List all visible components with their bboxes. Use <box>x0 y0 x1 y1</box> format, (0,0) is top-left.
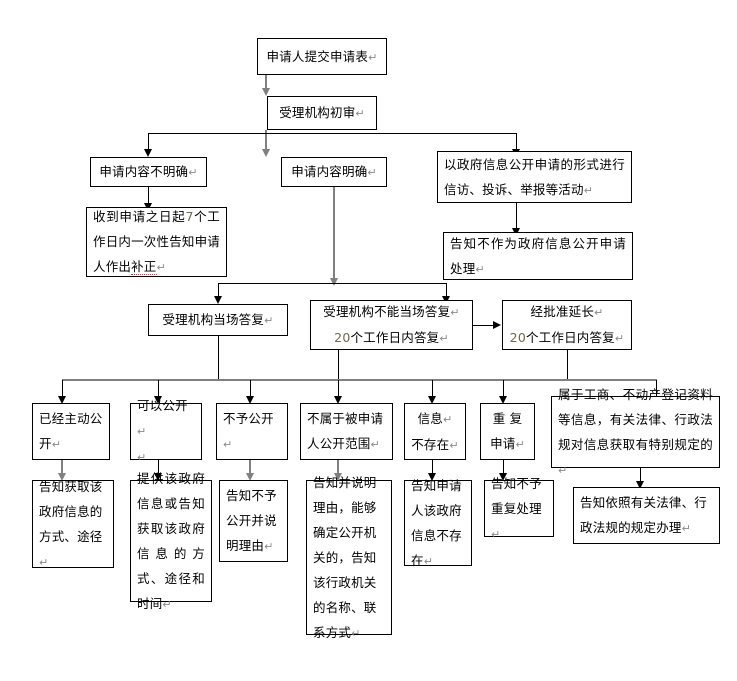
arrowhead-n1-n2 <box>261 88 270 96</box>
drop-n8-bus <box>218 336 219 380</box>
drop-n16 <box>503 380 504 397</box>
node-notify-refusal-reason[interactable]: 告知不予公开并说明理由↵ <box>219 480 288 562</box>
node-onsite-reply[interactable]: 受理机构当场答复↵ <box>148 304 288 336</box>
arrowhead-n8 <box>214 296 222 304</box>
node-label: 申请内容不明确↵ <box>99 164 198 179</box>
node-label: 重 复 申请↵ <box>490 411 525 451</box>
connector-n17-n24 <box>640 468 641 482</box>
drop-n8 <box>218 283 219 297</box>
node-not-treated-as-request[interactable]: 告知不作为政府信息公开申请处理↵ <box>443 232 633 280</box>
arrowhead-n15 <box>428 396 436 404</box>
node-submit-application[interactable]: 申请人提交申请表↵ <box>257 38 387 75</box>
node-info-nonexistent[interactable]: 信息↵ 不存在↵ <box>404 403 466 460</box>
drop-n5 <box>516 133 517 150</box>
node-can-disclose[interactable]: 可以公开↵ ↵ <box>130 398 202 464</box>
node-approved-extension[interactable]: 经批准延长↵ 20个工作日内答复↵ <box>502 300 632 350</box>
bus-row2 <box>148 133 516 134</box>
node-label: 告知申请人该政府信息不存在↵ <box>411 477 462 568</box>
drop-n3 <box>148 133 149 150</box>
node-initial-review[interactable]: 受理机构初审↵ <box>267 96 377 130</box>
node-not-disclose[interactable]: 不予公开↵ <box>216 403 288 460</box>
node-label: 告知依照有关法律、行政法规的规定办理↵ <box>580 495 708 535</box>
node-request-unclear[interactable]: 申请内容不明确↵ <box>90 157 207 187</box>
arrowhead-n3 <box>144 149 152 157</box>
node-label: 受理机构不能当场答复↵ 20个工作日内答复↵ <box>323 304 460 345</box>
node-label: 不予公开↵ <box>223 411 274 451</box>
node-label: 可以公开↵ ↵ <box>137 398 188 464</box>
arrowhead-n13-n20 <box>245 473 254 481</box>
node-provide-info-or-notify[interactable]: 提供该政府信息或告知获取该政府信息的方式、途径和时间↵ <box>130 471 212 611</box>
arrowhead-n9-n10 <box>493 320 501 329</box>
node-correction-notice[interactable]: 收到申请之日起7个工作日内一次性告知申请人作出补正↵ <box>86 207 227 277</box>
connector-n1-n2 <box>265 75 267 89</box>
node-notify-no-repeat[interactable]: 告知不予重复处理↵ <box>484 476 554 541</box>
node-already-published[interactable]: 已经主动公开↵ <box>32 403 110 460</box>
arrowhead-n14 <box>334 396 342 404</box>
arrowhead-n16 <box>499 396 507 404</box>
connector-n5-n7 <box>516 203 517 229</box>
node-label: 告知并说明理由，能够确定公开机关的，告知该行政机关的名称、联系方式↵ <box>313 474 377 640</box>
arrowhead-n14-n21 <box>333 473 342 481</box>
connector-n12-n19 <box>158 460 159 474</box>
arrowhead-n15-n22 <box>428 473 436 481</box>
drop-n14 <box>338 380 339 397</box>
node-label: 以政府信息公开申请的形式进行信访、投诉、举报等活动↵ <box>444 156 625 197</box>
node-notify-access-method[interactable]: 告知获取该政府信息的方式、途径↵ <box>32 479 114 569</box>
node-label: 申请内容明确↵ <box>291 164 377 179</box>
node-label: 收到申请之日起7个工作日内一次性告知申请人作出补正↵ <box>93 209 221 275</box>
connector-n13-n20 <box>249 460 251 474</box>
arrowhead-n11-n18 <box>57 473 66 481</box>
connector-n11-n18 <box>61 460 63 474</box>
node-label: 告知获取该政府信息的方式、途径↵ <box>39 478 103 569</box>
connector-n3-n6 <box>148 187 149 204</box>
connector-n16-n23 <box>503 460 504 474</box>
node-request-clear[interactable]: 申请内容明确↵ <box>281 157 387 187</box>
drop-n9-bus <box>338 350 339 380</box>
drop-n17 <box>656 380 657 397</box>
node-label: 受理机构当场答复↵ <box>162 312 274 327</box>
drop-n10-bus <box>567 350 568 380</box>
node-label: 告知不予公开并说明理由↵ <box>226 488 277 553</box>
connector-n9-n10 <box>473 325 494 326</box>
connector-n15-n22 <box>432 460 433 474</box>
node-petition-form[interactable]: 以政府信息公开申请的形式进行信访、投诉、举报等活动↵ <box>437 151 632 203</box>
node-label: 告知不作为政府信息公开申请处理↵ <box>450 235 626 276</box>
arrowhead-n13 <box>246 396 254 404</box>
node-label: 申请人提交申请表↵ <box>266 48 378 64</box>
drop-n13 <box>250 380 251 397</box>
bus-row4 <box>218 283 446 284</box>
drop-n9 <box>446 283 447 297</box>
arrowhead-n4 <box>261 149 270 157</box>
drop-n15 <box>432 380 433 397</box>
arrowhead-n16-n23 <box>499 473 507 481</box>
arrowhead-n12-n19 <box>154 473 162 481</box>
node-out-of-scope[interactable]: 不属于被申请人公开范围↵ <box>300 403 393 460</box>
arrowhead-n4-down <box>329 278 338 286</box>
node-notify-nonexistent[interactable]: 告知申请人该政府信息不存在↵ <box>404 478 472 568</box>
bus-outcomes <box>62 379 657 381</box>
node-special-regulated-info[interactable]: 属于工商、不动产登记资料等信息，有关法律、行政法规对信息获取有特别规定的↵ <box>551 387 720 477</box>
connector-n4-down <box>333 187 335 279</box>
node-label: 属于工商、不动产登记资料等信息，有关法律、行政法规对信息获取有特别规定的↵ <box>558 386 713 477</box>
drop-n12 <box>158 380 159 397</box>
node-label: 不属于被申请人公开范围↵ <box>307 411 384 451</box>
node-label: 告知不予重复处理↵ <box>491 475 542 541</box>
arrowhead-n17-n24 <box>636 481 644 489</box>
node-label: 提供该政府信息或告知获取该政府信息的方式、途径和时间↵ <box>137 470 205 611</box>
connector-n14-n21 <box>337 460 339 474</box>
arrowhead-n12 <box>154 396 162 404</box>
drop-n11 <box>62 380 63 397</box>
node-repeat-request[interactable]: 重 复 申请↵ <box>480 403 535 460</box>
node-label: 经批准延长↵ 20个工作日内答复↵ <box>509 304 625 345</box>
node-label: 信息↵ 不存在↵ <box>411 410 459 452</box>
node-notify-reason-and-agency[interactable]: 告知并说明理由，能够确定公开机关的，告知该行政机关的名称、联系方式↵ <box>306 475 392 640</box>
node-label: 受理机构初审↵ <box>279 105 365 120</box>
node-notify-per-regulations[interactable]: 告知依照有关法律、行政法规的规定办理↵ <box>573 487 720 544</box>
arrowhead-n11 <box>58 396 66 404</box>
node-label: 已经主动公开↵ <box>39 411 103 451</box>
node-cannot-reply-onsite[interactable]: 受理机构不能当场答复↵ 20个工作日内答复↵ <box>310 300 473 350</box>
connector-n2-down <box>265 130 267 150</box>
